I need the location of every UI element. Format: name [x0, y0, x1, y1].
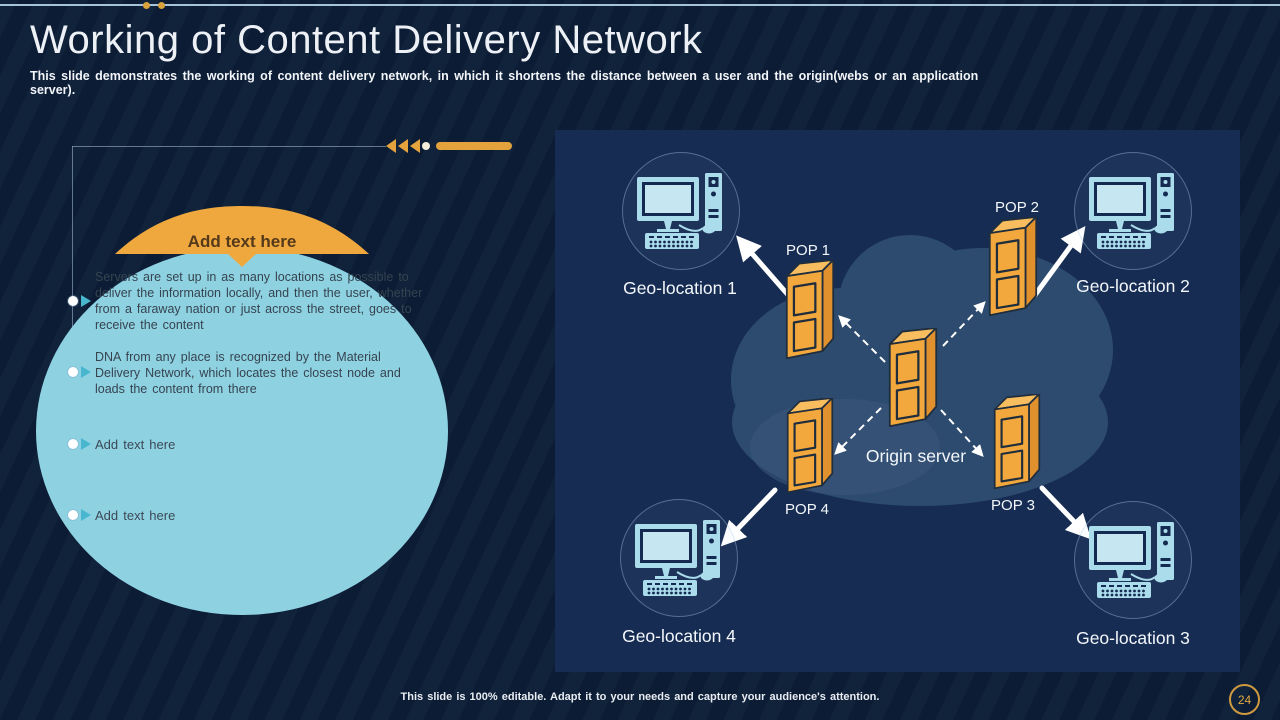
- top-divider-line: [0, 4, 1280, 6]
- top-accent-dot: [143, 2, 150, 9]
- callout-arch: Add text here: [113, 206, 371, 268]
- footer-note: This slide is 100% editable. Adapt it to…: [400, 691, 880, 703]
- bullet-item-placeholder: Add text here: [95, 508, 176, 523]
- arrow-origin-to-pop3: [940, 409, 984, 457]
- triangle-left-icon: [410, 139, 420, 153]
- pop-2-label: POP 2: [995, 199, 1039, 216]
- decoration-bar: [436, 142, 512, 150]
- geo-location-1-label: Geo-location 1: [623, 278, 737, 298]
- geo-location-4-node: [620, 499, 738, 617]
- geo-location-4-label: Geo-location 4: [622, 626, 736, 646]
- triangle-left-icon: [398, 139, 408, 153]
- arrow-pop4-to-geo4: [720, 487, 778, 547]
- page-subtitle: This slide demonstrates the working of c…: [30, 69, 979, 97]
- page-title: Working of Content Delivery Network: [30, 18, 703, 62]
- server-tower-icon: [785, 260, 835, 360]
- computer-icon: [1089, 172, 1175, 250]
- bullet-dot: [68, 510, 78, 520]
- bullet-dot: [68, 296, 78, 306]
- arrow-pop2-to-geo2: [1032, 225, 1086, 298]
- pop-4-label: POP 4: [785, 501, 829, 518]
- geo-location-2-label: Geo-location 2: [1076, 276, 1190, 296]
- content-circle: [36, 247, 448, 615]
- arrow-pop1-to-geo1: [736, 235, 792, 299]
- arrow-origin-to-pop2: [942, 301, 986, 347]
- bullet-item: Servers are set up in as many locations …: [95, 270, 423, 332]
- pop-3-label: POP 3: [991, 497, 1035, 514]
- cdn-diagram-panel: Geo-location 1 Geo-location 2 Geo-locati…: [555, 130, 1240, 672]
- arch-shape-icon: [115, 206, 369, 267]
- computer-icon: [637, 172, 723, 250]
- arrow-pop3-to-geo3: [1039, 485, 1092, 540]
- arrow-origin-to-pop4: [834, 407, 882, 455]
- bullet-dot: [68, 367, 78, 377]
- server-tower-icon: [988, 217, 1038, 317]
- bullet-arrow-icon: [81, 509, 91, 521]
- origin-server-label: Origin server: [865, 446, 967, 466]
- callout-label: Add text here: [187, 232, 297, 251]
- server-tower-icon: [993, 394, 1041, 490]
- triangle-left-icon: [386, 139, 396, 153]
- geo-location-1-node: [622, 152, 740, 270]
- decoration-dot: [422, 142, 430, 150]
- bullet-arrow-icon: [81, 438, 91, 450]
- geo-location-3-label: Geo-location 3: [1076, 628, 1190, 648]
- geo-location-2-node: [1074, 152, 1192, 270]
- bullet-item-placeholder: Add text here: [95, 437, 176, 452]
- computer-icon: [635, 519, 721, 597]
- bullet-arrow-icon: [81, 295, 91, 307]
- arrow-origin-to-pop1: [838, 315, 886, 363]
- bullet-dot: [68, 439, 78, 449]
- geo-location-3-node: [1074, 501, 1192, 619]
- bullet-arrow-icon: [81, 366, 91, 378]
- bullet-item: DNA from any place is recognized by the …: [95, 350, 401, 396]
- diagram-arrows: [720, 225, 1092, 547]
- connector-horizontal-line: [72, 146, 386, 147]
- top-accent-dot: [158, 2, 165, 9]
- page-number-badge: 24: [1229, 684, 1260, 715]
- origin-server-icon: [888, 328, 938, 428]
- computer-icon: [1089, 521, 1175, 599]
- pop-1-label: POP 1: [786, 242, 830, 259]
